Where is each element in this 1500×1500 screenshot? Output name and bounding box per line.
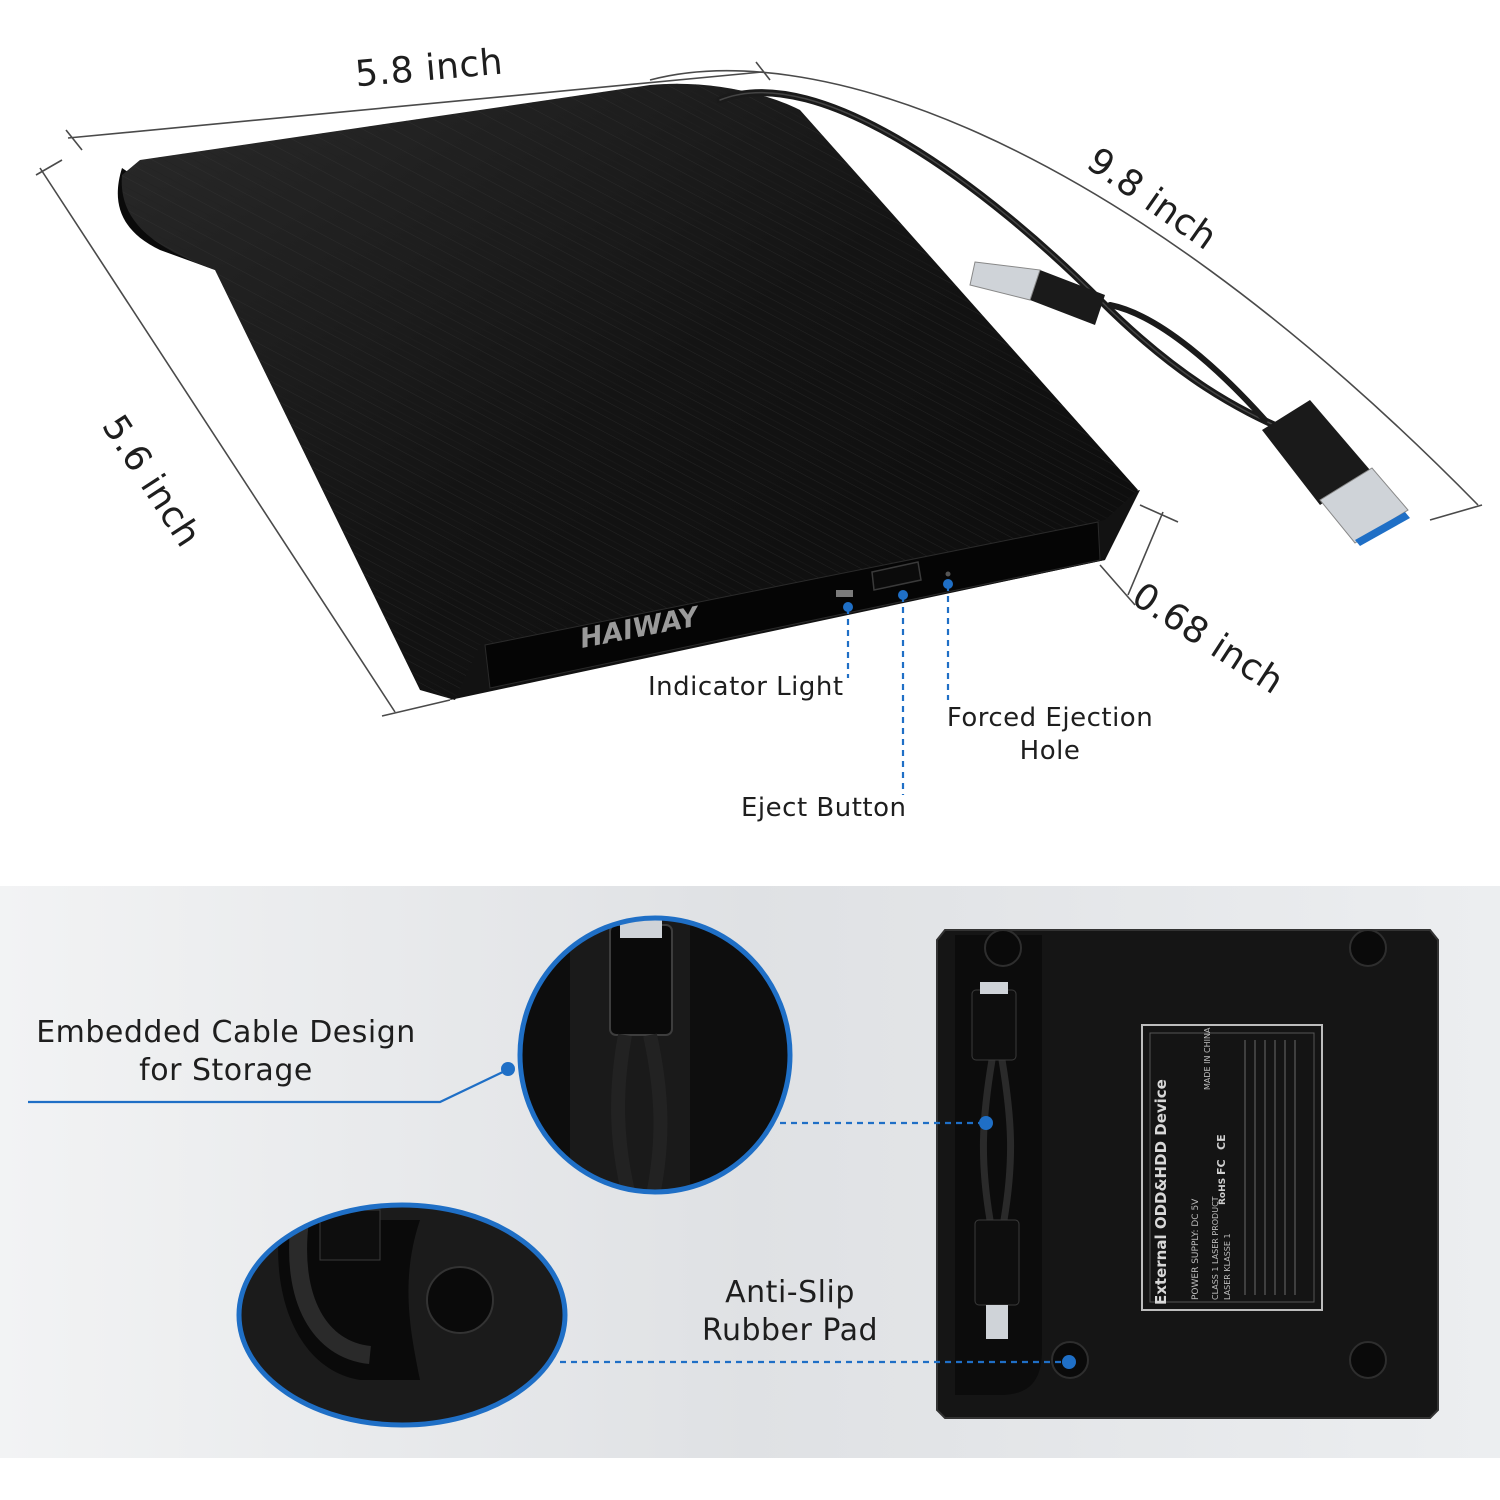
anti-slip-label: Anti-Slip Rubber Pad: [690, 1274, 890, 1349]
label-power: POWER SUPPLY: DC 5V: [1191, 1198, 1201, 1300]
indicator-light-label: Indicator Light: [648, 672, 844, 702]
eject-button-label: Eject Button: [741, 793, 907, 823]
usb-a-plug: [1262, 400, 1410, 546]
zoom-rubber-pad: [236, 1202, 568, 1428]
bottom-callout-lines: [28, 1069, 1068, 1364]
dimension-lines: [35, 61, 1483, 717]
usb-c-plug: [969, 261, 1105, 325]
embedded-cable-line-1: Embedded Cable Design: [36, 1015, 416, 1050]
usb-cable: [716, 89, 1289, 434]
indicator-light: [836, 590, 853, 597]
optical-drive: HAIWAY: [117, 83, 1140, 700]
top-callout-dots: [843, 579, 953, 612]
bottom-callout-dots: [501, 1062, 1076, 1369]
eject-button-shape: [871, 561, 922, 591]
embedded-cable-line-2: for Storage: [139, 1052, 313, 1088]
top-callout-lines: [846, 585, 950, 795]
anti-slip-line-1: Anti-Slip: [725, 1275, 855, 1310]
label-origin: MADE IN CHINA: [1203, 1027, 1212, 1090]
label-laser-2: LASER KLASSE 1: [1223, 1233, 1232, 1300]
anti-slip-line-2: Rubber Pad: [701, 1312, 879, 1348]
forced-ejection-line-2: Hole: [1019, 735, 1081, 766]
drive-bottom-view: External ODD&HDD Device POWER SUPPLY: DC…: [936, 929, 1439, 1419]
label-cert-ce: CE: [1215, 1134, 1228, 1150]
forced-ejection-line-1: Forced Ejection: [946, 703, 1154, 733]
forced-ejection-hole: [945, 571, 951, 577]
label-cert-fc: FC: [1215, 1159, 1228, 1175]
label-laser-1: CLASS 1 LASER PRODUCT: [1211, 1196, 1220, 1300]
embedded-cable-label: Embedded Cable Design for Storage: [28, 1014, 424, 1089]
forced-ejection-label: Forced Ejection Hole: [944, 702, 1156, 767]
label-cert-rohs: RoHS: [1218, 1178, 1228, 1205]
zoom-cable-storage: [517, 915, 793, 1195]
label-title: External ODD&HDD Device: [1152, 1079, 1170, 1305]
